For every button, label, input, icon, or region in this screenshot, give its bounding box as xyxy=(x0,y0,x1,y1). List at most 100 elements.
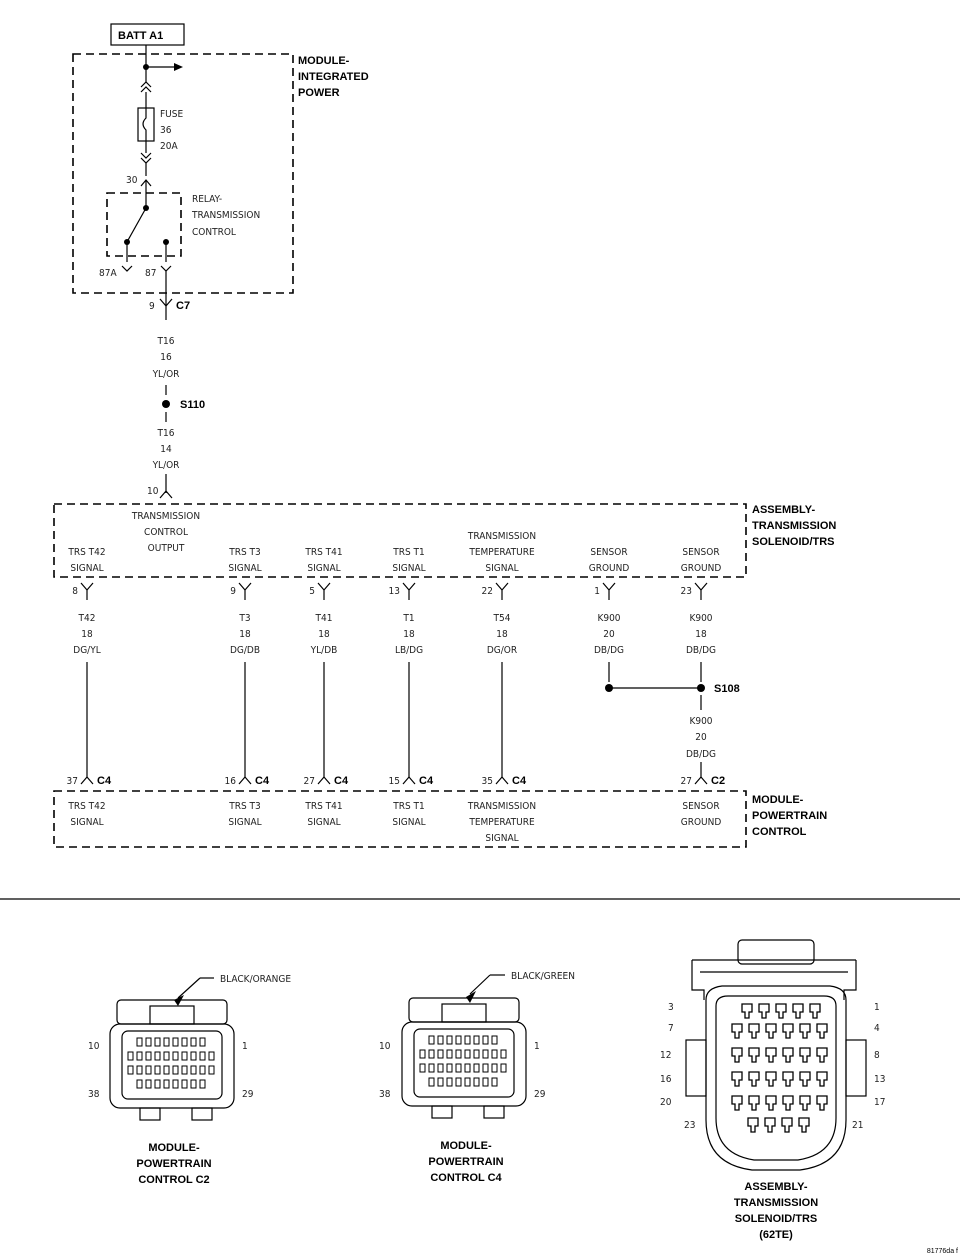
relay-boundary xyxy=(106,192,182,257)
trs-signal-name: TRS T42 xyxy=(67,547,105,558)
trs-pin-number: 1 xyxy=(594,586,600,597)
pcm-pin-number: 15 xyxy=(389,776,400,787)
wire-lower-gauge: 14 xyxy=(160,444,172,455)
trs-pin-number: 22 xyxy=(482,586,493,597)
wire-label: K900 xyxy=(597,613,620,624)
splice-node-left xyxy=(605,684,613,692)
c4-caption-3: CONTROL C4 xyxy=(430,1172,502,1184)
wire-label: T54 xyxy=(493,613,511,624)
wire-label: T3 xyxy=(238,613,250,624)
fuse-rating: 20A xyxy=(160,141,178,152)
trs-pin-8: 8 xyxy=(874,1050,880,1061)
connector-pcm-c2: BLACK/ORANGE 10 1 38 29 MODULE- POWERTRA… xyxy=(88,974,291,1186)
trs-output-label-1: TRANSMISSION xyxy=(131,511,200,522)
trs-title-2: TRANSMISSION xyxy=(752,520,836,532)
pcm-signal-name: SIGNAL xyxy=(307,817,340,828)
wire-label: DB/DG xyxy=(686,645,716,656)
trs-pin-number: 5 xyxy=(309,586,315,597)
trs-title-1: ASSEMBLY- xyxy=(752,504,816,516)
connector-trs-62te: 3 7 12 16 20 23 1 4 8 13 17 21 ASSEMBLY-… xyxy=(660,939,885,1241)
relay-pin-30: 30 xyxy=(126,175,138,186)
connector-pcm-c4: BLACK/GREEN 10 1 38 29 MODULE- POWERTRAI… xyxy=(379,971,575,1184)
trs-pin-13: 13 xyxy=(874,1074,885,1085)
splice-s110 xyxy=(162,400,170,408)
figure-id: 81776da f xyxy=(927,1248,958,1255)
wire-label: LB/DG xyxy=(395,645,423,656)
pcm-pin-number: 37 xyxy=(67,776,78,787)
wire-label: 18 xyxy=(403,629,415,640)
c7-pin: 9 xyxy=(149,301,155,312)
c2-color-label: BLACK/ORANGE xyxy=(220,974,291,985)
pcm-signal-name: SIGNAL xyxy=(392,817,425,828)
pcm-signal-name: SIGNAL xyxy=(485,833,518,844)
trs-title-3: SOLENOID/TRS xyxy=(752,536,835,548)
ground-wire-gauge: 20 xyxy=(695,732,707,743)
pcm-pin-number: 35 xyxy=(482,776,493,787)
wire-label: 18 xyxy=(496,629,508,640)
c4-color-label: BLACK/GREEN xyxy=(511,971,575,982)
wire-lower-circuit: T16 xyxy=(157,428,175,439)
c4-pin-29: 29 xyxy=(534,1089,546,1100)
trs-pin-number: 13 xyxy=(389,586,400,597)
mip-title-1: MODULE- xyxy=(298,55,350,67)
relay-label-3: CONTROL xyxy=(192,227,236,238)
pcm-title-3: CONTROL xyxy=(752,826,807,838)
battery-label: BATT A1 xyxy=(118,30,163,42)
c2-caption-2: POWERTRAIN xyxy=(136,1158,211,1170)
trs-signal-name: GROUND xyxy=(681,563,722,574)
mip-title-3: POWER xyxy=(298,87,340,99)
pcm-boundary xyxy=(53,790,747,848)
c4-pin-10: 10 xyxy=(379,1041,391,1052)
ground-wire-circuit: K900 xyxy=(689,716,712,727)
wire-label: DG/OR xyxy=(487,645,517,656)
pcm-connector-name: C4 xyxy=(255,775,270,787)
wire-label: 18 xyxy=(695,629,707,640)
wire-upper-gauge: 16 xyxy=(160,352,172,363)
c2-caption-3: CONTROL C2 xyxy=(138,1174,209,1186)
wire-upper-color: YL/OR xyxy=(152,369,180,380)
splice-s108-label: S108 xyxy=(714,683,740,695)
pcm-signal-name: TEMPERATURE xyxy=(468,817,535,828)
pcm-signal-name: TRS T3 xyxy=(228,801,261,812)
trs-signal-name: SENSOR xyxy=(590,547,627,558)
pcm-signal-name: TRS T1 xyxy=(392,801,425,812)
trs-signal-name: TRANSMISSION xyxy=(467,531,536,542)
trs-pin-4: 4 xyxy=(874,1023,880,1034)
trs-pin-3: 3 xyxy=(668,1002,674,1013)
trs-signal-name: TRS T41 xyxy=(304,547,342,558)
arrow-right-icon xyxy=(174,63,183,71)
trs-pin-7: 7 xyxy=(668,1023,674,1034)
trs-caption-1: ASSEMBLY- xyxy=(744,1181,808,1193)
trs-pin-17: 17 xyxy=(874,1097,885,1108)
trs-pin-1: 1 xyxy=(874,1002,880,1013)
mip-boundary xyxy=(72,53,294,294)
trs-signal-name: SENSOR xyxy=(682,547,719,558)
trs-pin-12: 12 xyxy=(660,1050,671,1061)
c4-caption-1: MODULE- xyxy=(440,1140,492,1152)
pcm-connector-name: C4 xyxy=(334,775,349,787)
trs-pin-10: 10 xyxy=(147,486,159,497)
c2-pin-38: 38 xyxy=(88,1089,100,1100)
trs-pin-20: 20 xyxy=(660,1097,672,1108)
trs-signal-name: SIGNAL xyxy=(228,563,261,574)
trs-signal-name: SIGNAL xyxy=(307,563,340,574)
wire-label: T42 xyxy=(78,613,96,624)
trs-signal-name: SIGNAL xyxy=(70,563,103,574)
wire-upper-circuit: T16 xyxy=(157,336,175,347)
wire-label: 20 xyxy=(603,629,615,640)
pcm-signal-name: GROUND xyxy=(681,817,722,828)
c4-caption-2: POWERTRAIN xyxy=(428,1156,503,1168)
c2-pin-10: 10 xyxy=(88,1041,100,1052)
wire-label: DG/YL xyxy=(73,645,100,656)
pcm-pin-number: 27 xyxy=(681,776,692,787)
trs-caption-4: (62TE) xyxy=(759,1229,793,1241)
wire-label: K900 xyxy=(689,613,712,624)
c2-pin-1: 1 xyxy=(242,1041,248,1052)
pcm-signal-name: TRS T41 xyxy=(304,801,342,812)
pcm-signal-name: SIGNAL xyxy=(228,817,261,828)
